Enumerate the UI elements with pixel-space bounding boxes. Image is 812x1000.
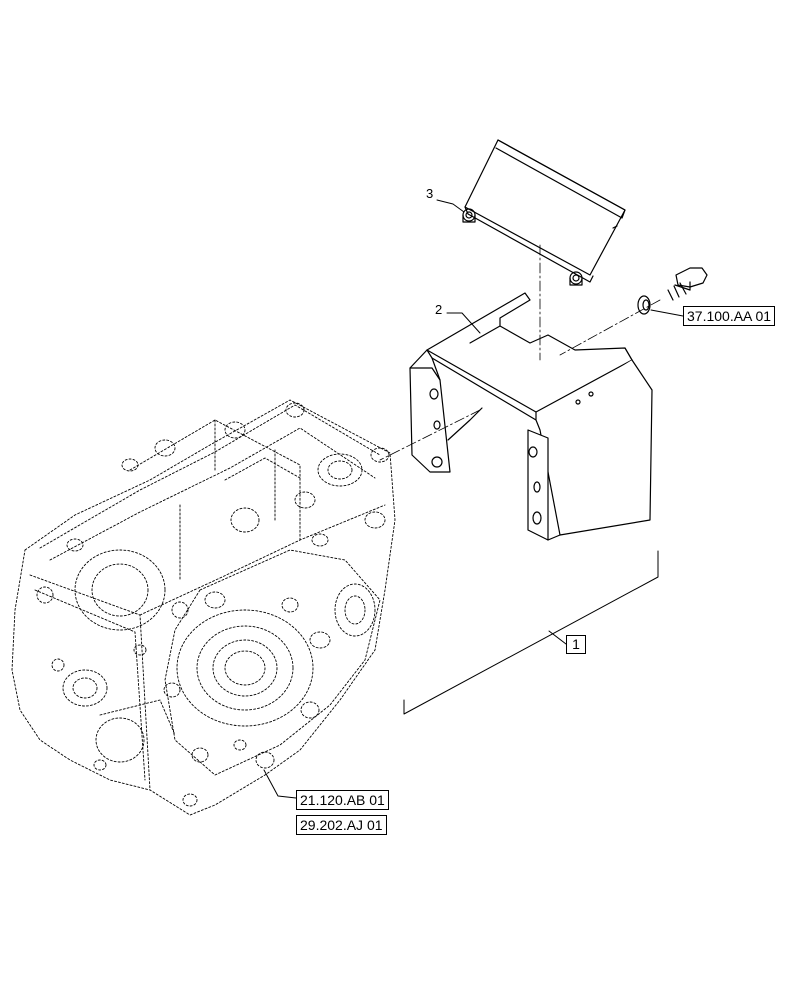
assembly-centerlines bbox=[379, 244, 661, 461]
ref-box-housing-2[interactable]: 29.202.AJ 01 bbox=[296, 815, 387, 835]
transmission-housing bbox=[11, 399, 396, 816]
callout-item-1: 1 bbox=[566, 635, 586, 654]
ref-box-housing-1[interactable]: 21.120.AB 01 bbox=[296, 790, 389, 810]
washer bbox=[637, 295, 651, 315]
callout-item-3: 3 bbox=[426, 186, 434, 201]
cover-plate bbox=[462, 139, 626, 286]
callout-item-2: 2 bbox=[435, 302, 443, 317]
leader-lines bbox=[263, 199, 684, 799]
bolt bbox=[667, 267, 708, 301]
bracket bbox=[409, 292, 653, 541]
ref-box-bolt[interactable]: 37.100.AA 01 bbox=[683, 306, 776, 326]
